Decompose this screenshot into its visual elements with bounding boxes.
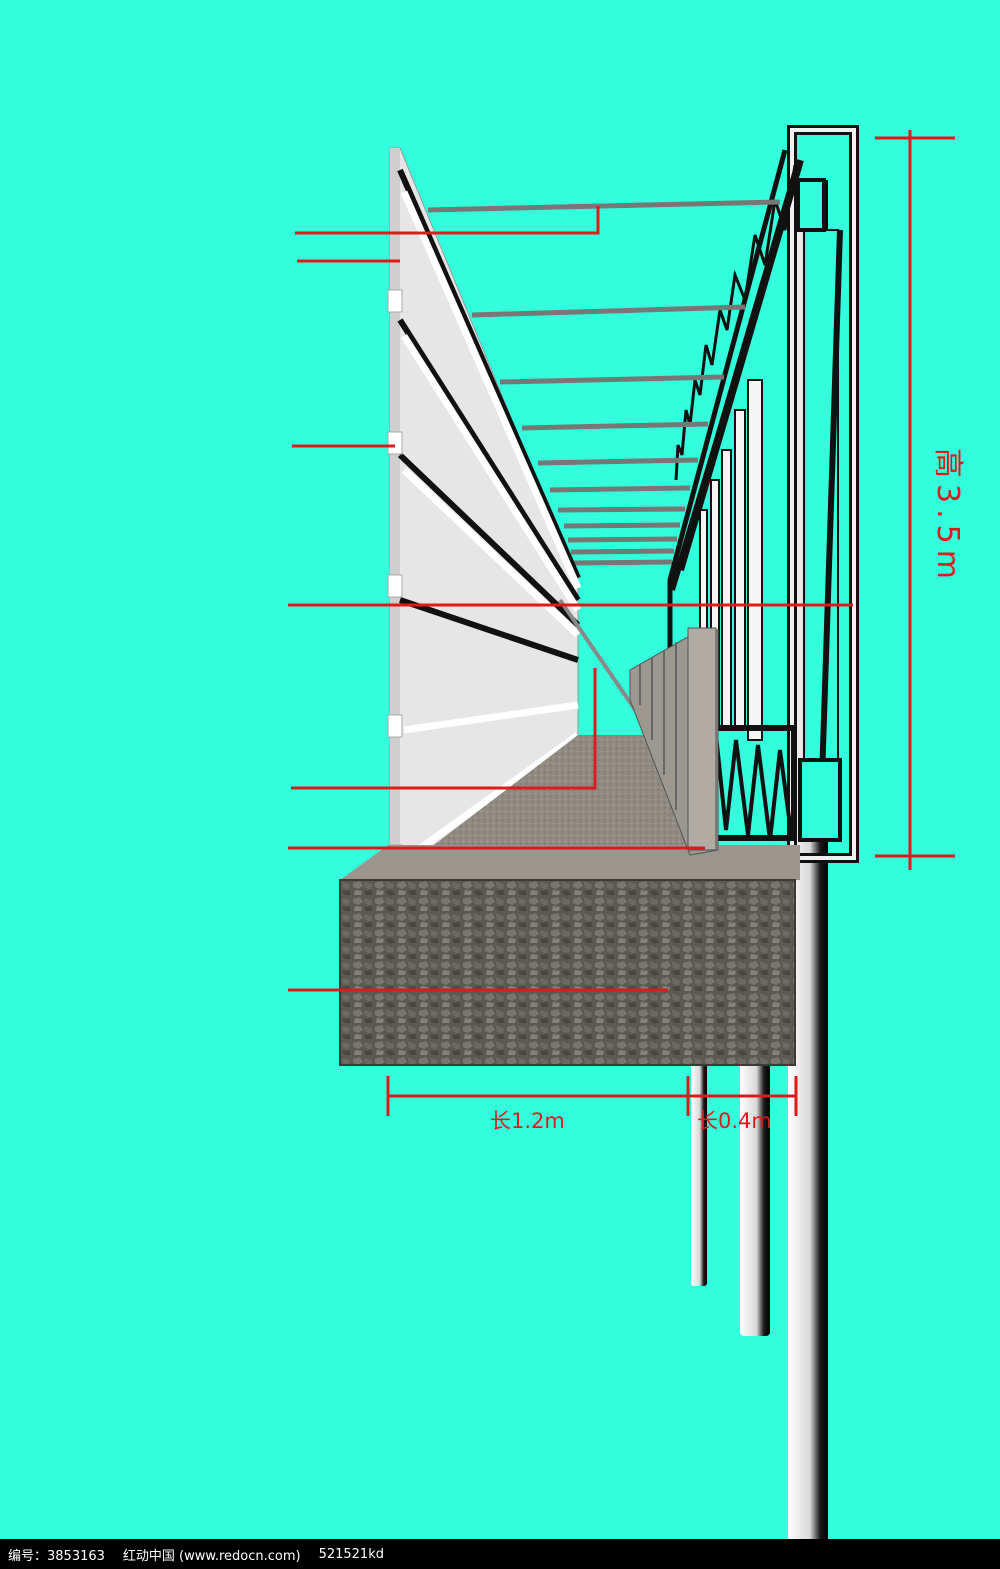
frame-lower-box bbox=[798, 758, 842, 842]
roof-beam-8 bbox=[563, 522, 681, 529]
left-wall bbox=[387, 147, 582, 881]
leader-lines bbox=[288, 206, 853, 992]
footer-bar: 编号：3853163 红动中国 (www.redocn.com) 521521k… bbox=[0, 1539, 1000, 1569]
roof-beam-6 bbox=[549, 485, 691, 493]
length-dimensions bbox=[386, 1076, 798, 1116]
support-1 bbox=[747, 379, 763, 741]
roof-beam-7 bbox=[557, 506, 686, 513]
wall-highlight-2 bbox=[401, 334, 581, 612]
roof-beam-11 bbox=[573, 559, 673, 566]
leader-line-5 bbox=[291, 668, 597, 790]
walkway-surface bbox=[388, 735, 720, 880]
wall-slat-4 bbox=[399, 597, 579, 663]
wall-highlight-1 bbox=[400, 190, 582, 590]
support-3 bbox=[721, 449, 732, 731]
roof-beam-1 bbox=[427, 199, 781, 213]
fence-post bbox=[687, 627, 717, 851]
rear-pole-2 bbox=[740, 1060, 770, 1336]
frame-brace bbox=[817, 229, 843, 841]
height-dimension bbox=[875, 130, 955, 870]
lower-truss-zigzag bbox=[714, 734, 794, 841]
roof-beam-2 bbox=[471, 304, 746, 318]
walkway-edge bbox=[340, 845, 800, 880]
fence bbox=[629, 627, 719, 856]
footer-user: 521521kd bbox=[318, 1546, 384, 1562]
wall-slat-2 bbox=[397, 318, 581, 602]
roof-beam-3 bbox=[499, 374, 725, 385]
footer-id: 编号：3853163 bbox=[8, 1548, 105, 1564]
roof-beam-4 bbox=[521, 421, 709, 431]
roof-beams bbox=[427, 199, 781, 566]
wall-slat-1 bbox=[397, 168, 581, 580]
wall-bracket-2 bbox=[387, 431, 403, 455]
leader-line-1 bbox=[295, 206, 600, 235]
height-label: 高3.5m bbox=[930, 448, 965, 585]
length-2-label: 长0.4m bbox=[697, 1109, 772, 1133]
rear-poles bbox=[691, 1060, 770, 1336]
wall-bracket-1 bbox=[387, 289, 403, 313]
truss-bottom-chord bbox=[669, 229, 783, 591]
wall-highlight-3 bbox=[401, 467, 581, 638]
roof-beam-9 bbox=[567, 536, 678, 543]
wall-highlight-5 bbox=[401, 732, 581, 863]
wall-highlight-4 bbox=[403, 701, 579, 734]
truss-zigzag bbox=[674, 164, 797, 481]
wall-bracket-3 bbox=[387, 574, 403, 598]
rear-pole-1 bbox=[691, 1060, 707, 1286]
footer-site: 红动中国 (www.redocn.com) bbox=[122, 1548, 301, 1564]
support-2 bbox=[734, 409, 746, 731]
wall-bracket-4 bbox=[387, 714, 403, 738]
gravel-base bbox=[339, 879, 796, 1066]
frame-upper-box bbox=[796, 178, 826, 232]
roof-beam-5 bbox=[537, 457, 699, 466]
frame-highlight bbox=[790, 128, 856, 860]
roof-beam-10 bbox=[570, 548, 675, 555]
wall-slat-3 bbox=[397, 452, 581, 628]
length-1-label: 长1.2m bbox=[490, 1109, 565, 1133]
wall-edge bbox=[390, 148, 400, 880]
